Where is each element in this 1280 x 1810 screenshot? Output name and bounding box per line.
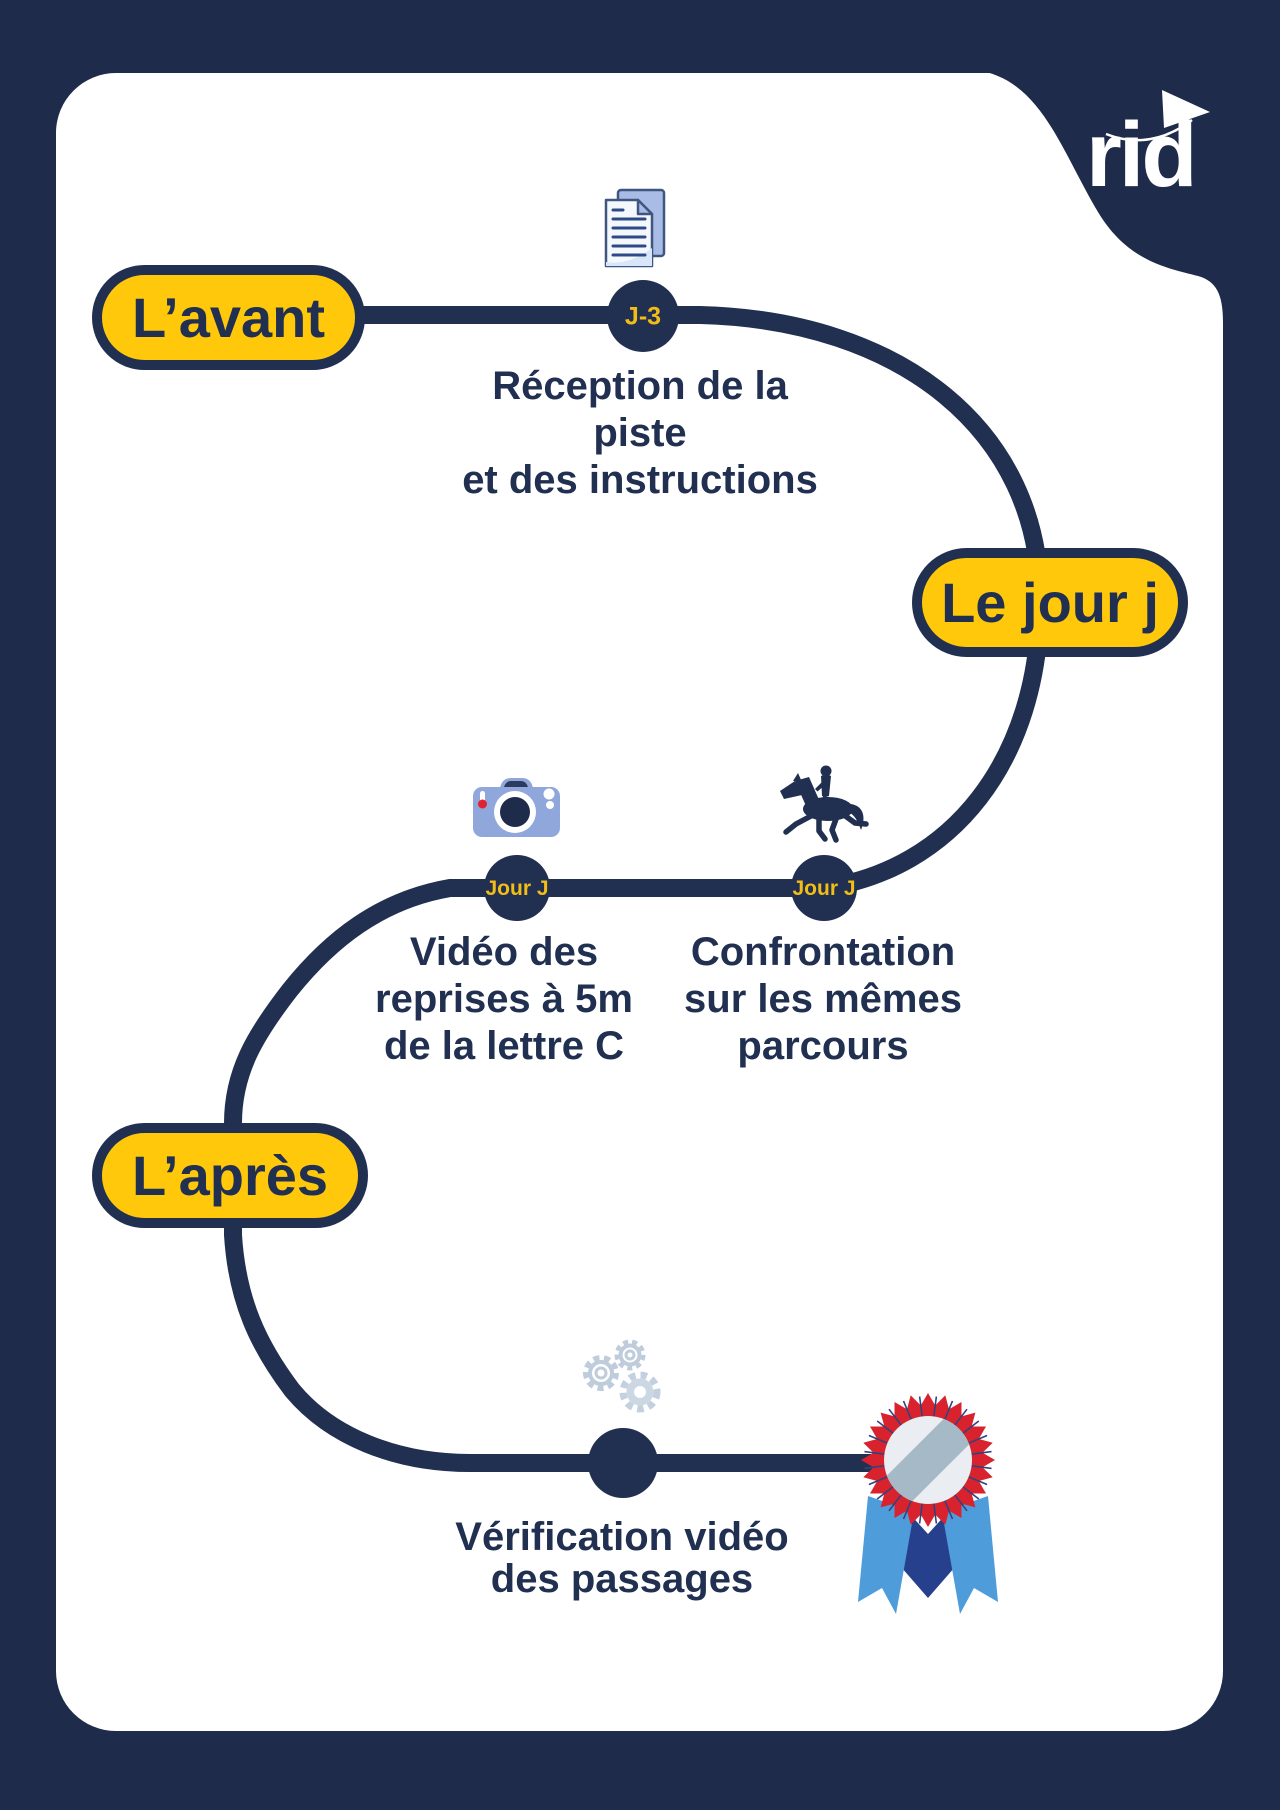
caption-line: Vidéo des: [409, 930, 599, 974]
caption-video-reprises: Vidéo des reprises à 5m de la lettre C: [334, 929, 674, 1070]
phase-pill-apres[interactable]: L’après: [92, 1123, 368, 1228]
node-badge-jourj-video: Jour J: [485, 877, 549, 900]
node-badge-j3: J-3: [624, 302, 662, 331]
caption-line: des passages: [490, 1557, 754, 1601]
brand-logo-rein-line: [1105, 119, 1193, 142]
phase-pill-label: L’après: [131, 1144, 329, 1207]
caption-confrontation: Confrontation sur les mêmes parcours: [653, 929, 993, 1070]
caption-reception: Réception de la piste et des instruction…: [420, 363, 860, 504]
caption-line: reprises à 5m: [375, 977, 633, 1021]
brand-logo-pennant-icon: [1162, 90, 1210, 128]
caption-line: Réception de la: [492, 364, 788, 408]
phase-pill-avant[interactable]: L’avant: [92, 265, 365, 370]
node-badge-jourj-confrontation: Jour J: [792, 877, 856, 900]
caption-line: de la lettre C: [383, 1024, 625, 1068]
caption-line: Confrontation: [690, 930, 956, 974]
caption-line: sur les mêmes: [684, 977, 962, 1021]
brand-logo: rid: [1086, 90, 1210, 206]
caption-line: Vérification vidéo: [455, 1515, 789, 1559]
caption-line: piste: [593, 411, 687, 455]
caption-line: et des instructions: [462, 458, 818, 502]
phase-pill-label: L’avant: [132, 286, 325, 349]
phase-pill-label: Le jour j: [941, 571, 1159, 634]
caption-verification: Vérification vidéo des passages: [402, 1516, 842, 1600]
phase-pill-jour-j[interactable]: Le jour j: [912, 548, 1188, 657]
caption-line: parcours: [737, 1024, 909, 1068]
